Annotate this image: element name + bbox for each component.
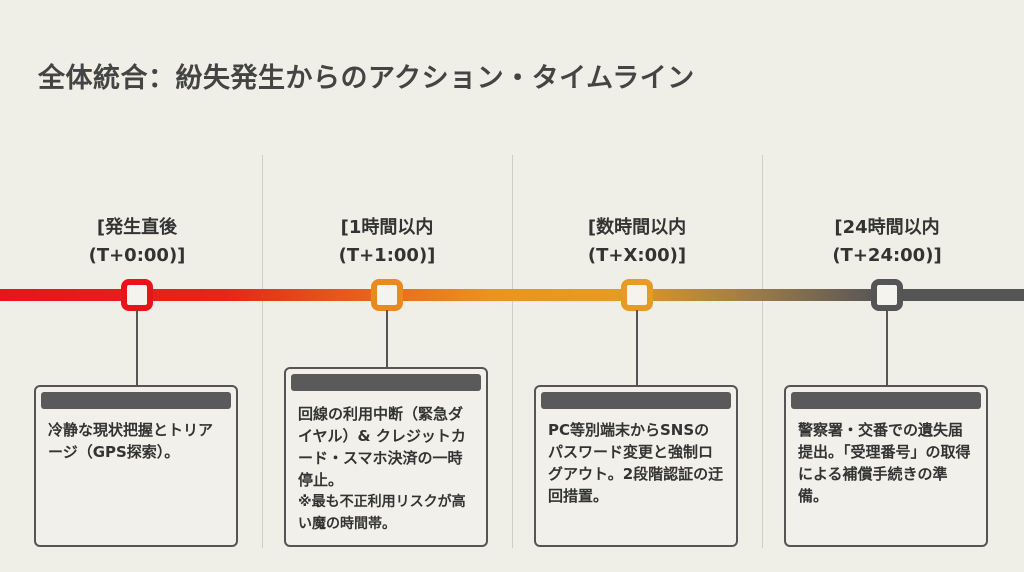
stage-label: [発生直後 (T+0:00)] [37, 214, 237, 270]
stage-label: [1時間以内 (T+1:00)] [287, 214, 487, 270]
card-text: PC等別端末からSNSのパスワード変更と強制ログアウト。2段階認証の迂回措置。 [548, 421, 724, 505]
card-header-bar [541, 392, 731, 409]
stage-label-line1: [数時間以内 [587, 217, 687, 238]
timeline-line [0, 289, 1024, 301]
column-divider [762, 155, 763, 548]
card-note: ※最も不正利用リスクが高い魔の時間帯。 [298, 494, 466, 532]
connector-line [886, 310, 888, 386]
stage-label-line1: [1時間以内 [340, 217, 434, 238]
stage-label-line2: (T+1:00)] [338, 245, 436, 266]
stage-card: 警察署・交番での遺失届提出。「受理番号」の取得による補償手続きの準備。 [784, 385, 988, 547]
card-text: 冷静な現状把握とトリアージ（GPS探索）。 [48, 421, 214, 461]
card-text: 警察署・交番での遺失届提出。「受理番号」の取得による補償手続きの準備。 [798, 421, 971, 505]
stage-card: PC等別端末からSNSのパスワード変更と強制ログアウト。2段階認証の迂回措置。 [534, 385, 738, 547]
page-title: 全体統合：紛失発生からのアクション・タイムライン [38, 63, 695, 94]
timeline-node [121, 279, 153, 311]
stage-card: 冷静な現状把握とトリアージ（GPS探索）。 [34, 385, 238, 547]
connector-line [636, 310, 638, 386]
column-divider [262, 155, 263, 548]
stage-label-line2: (T+X:00)] [587, 245, 687, 266]
card-header-bar [791, 392, 981, 409]
stage-label-line1: [発生直後 [96, 217, 178, 238]
timeline-node [371, 279, 403, 311]
card-text: 回線の利用中断（緊急ダイヤル）& クレジットカード・スマホ決済の一時停止。 [298, 405, 466, 489]
column-divider [512, 155, 513, 548]
stage-label-line2: (T+0:00)] [88, 245, 186, 266]
stage-card: 回線の利用中断（緊急ダイヤル）& クレジットカード・スマホ決済の一時停止。 ※最… [284, 367, 488, 547]
card-header-bar [41, 392, 231, 409]
stage-label: [数時間以内 (T+X:00)] [537, 214, 737, 270]
card-header-bar [291, 374, 481, 391]
timeline-node [871, 279, 903, 311]
timeline-node [621, 279, 653, 311]
stage-label: [24時間以内 (T+24:00)] [787, 214, 987, 270]
stage-label-line1: [24時間以内 [834, 217, 940, 238]
connector-line [136, 310, 138, 386]
stage-label-line2: (T+24:00)] [832, 245, 942, 266]
connector-line [386, 310, 388, 368]
